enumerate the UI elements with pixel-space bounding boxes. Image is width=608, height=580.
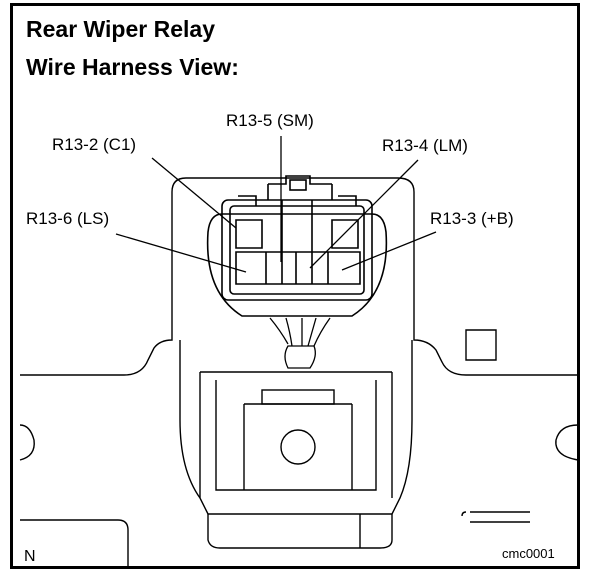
pin-label-lm: R13-4 (LM) [382, 136, 468, 155]
pin-label-c1: R13-2 (C1) [52, 135, 136, 154]
corner-mark-left: N [24, 548, 36, 565]
leader-lines [115, 136, 437, 273]
pin-label-sm: R13-5 (SM) [226, 111, 314, 130]
diagram-frame [10, 3, 580, 569]
figure-code: cmc0001 [502, 546, 555, 561]
pin-label-ls: R13-6 (LS) [26, 209, 109, 228]
leader-lm [309, 159, 419, 269]
pin-label-b: R13-3 (+B) [430, 209, 514, 228]
housing-outline [19, 177, 579, 566]
diagram-title-line-1: Rear Wiper Relay [26, 16, 215, 42]
leader-ls [115, 233, 247, 273]
leader-c1 [151, 157, 237, 229]
diagram-title-line-2: Wire Harness View: [26, 54, 239, 80]
leader-b [341, 231, 437, 271]
connector-body [206, 175, 388, 317]
wire-bundle [269, 317, 331, 369]
